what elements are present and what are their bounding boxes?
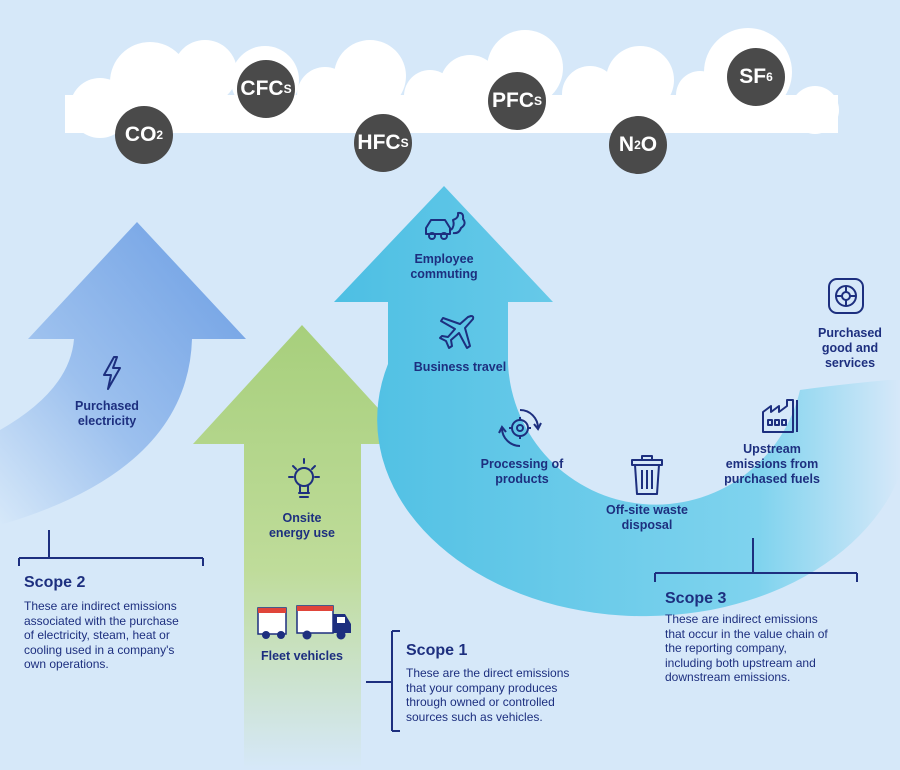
cloud	[65, 28, 839, 138]
lightbulb-icon	[288, 458, 320, 498]
scope1-arrow	[193, 325, 411, 770]
scope3-title: Scope 3	[665, 590, 727, 607]
scope2-arrow	[0, 222, 246, 525]
airplane-icon	[439, 315, 475, 349]
lightning-icon	[103, 356, 121, 390]
scope1-title: Scope 1	[406, 642, 468, 659]
factory-icon	[762, 399, 798, 433]
car-exhaust-icon	[425, 211, 466, 240]
fleet-vehicles-icon	[257, 605, 351, 640]
scope1-bracket	[366, 630, 400, 732]
label-business-travel: Business travel	[413, 360, 507, 374]
scope2-title: Scope 2	[24, 574, 86, 591]
scope2-bracket	[18, 530, 204, 566]
trash-bin-icon	[631, 455, 663, 495]
scope3-arrow	[334, 186, 900, 617]
tire-icon	[828, 278, 864, 314]
label-fleet-vehicles: Fleet vehicles	[261, 649, 343, 663]
gear-cycle-icon	[498, 409, 542, 447]
scope3-bracket	[654, 538, 858, 582]
